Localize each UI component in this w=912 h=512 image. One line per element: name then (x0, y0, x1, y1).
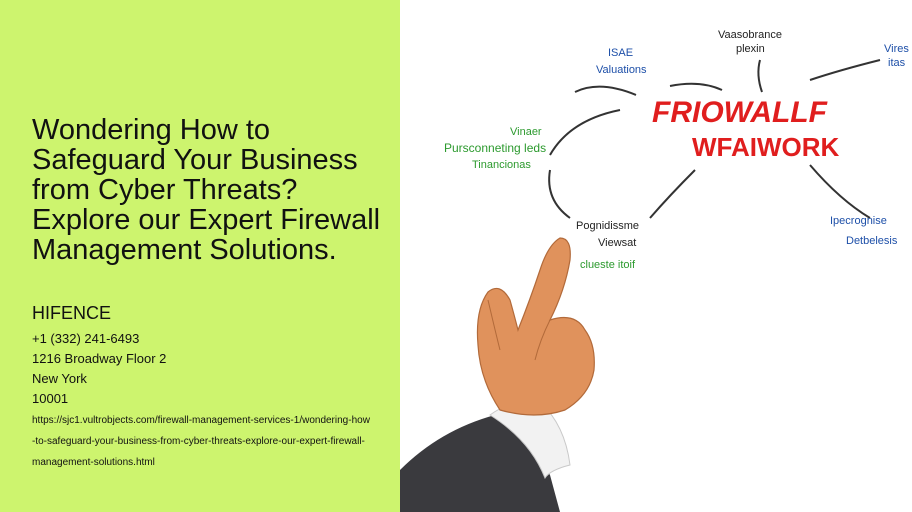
page-headline: Wondering How to Safeguard Your Business… (32, 114, 381, 266)
left-text-panel: Wondering How to Safeguard Your Business… (0, 0, 400, 512)
page-url: https://sjc1.vultrobjects.com/firewall-m… (32, 415, 370, 468)
address-line: 1216 Broadway Floor 2 (32, 351, 167, 366)
hand (476, 237, 595, 416)
zip-code: 10001 (32, 391, 69, 406)
company-name: HIFENCE (32, 303, 112, 323)
node-bottom-right-2: Detbelesis (846, 235, 898, 247)
node-top-center-2: plexin (736, 43, 765, 55)
connector-lines (548, 59, 881, 219)
node-top-left-1: ISAE (608, 47, 633, 59)
node-bottom-left-2: Viewsat (598, 237, 636, 249)
pointing-hand-illustration (400, 237, 595, 512)
node-bottom-right-1: Ipecrognise (830, 215, 887, 227)
node-top-left-2: Valuations (596, 64, 647, 76)
firewall-mindmap-svg: FRIOWALLF WFAIWORK ISAE Valuations Vaaso… (400, 29, 909, 512)
node-top-right-1: Vires (884, 43, 909, 55)
center-title-line2: WFAIWORK (692, 132, 840, 162)
node-bottom-left-3: clueste itoif (580, 259, 636, 271)
node-left-1: Vinaer (510, 126, 542, 138)
node-left-2: Pursconneting leds (444, 141, 546, 155)
city: New York (32, 371, 87, 386)
node-top-center-1: Vaasobrance (718, 29, 782, 41)
center-title-line1: FRIOWALLF (652, 96, 828, 129)
firewall-illustration: FRIOWALLF WFAIWORK ISAE Valuations Vaaso… (400, 0, 912, 512)
phone-number: +1 (332) 241-6493 (32, 331, 140, 346)
node-left-3: Tinancionas (472, 159, 531, 171)
node-bottom-left-1: Pognidissme (576, 220, 639, 232)
node-top-right-2: itas (888, 57, 906, 69)
